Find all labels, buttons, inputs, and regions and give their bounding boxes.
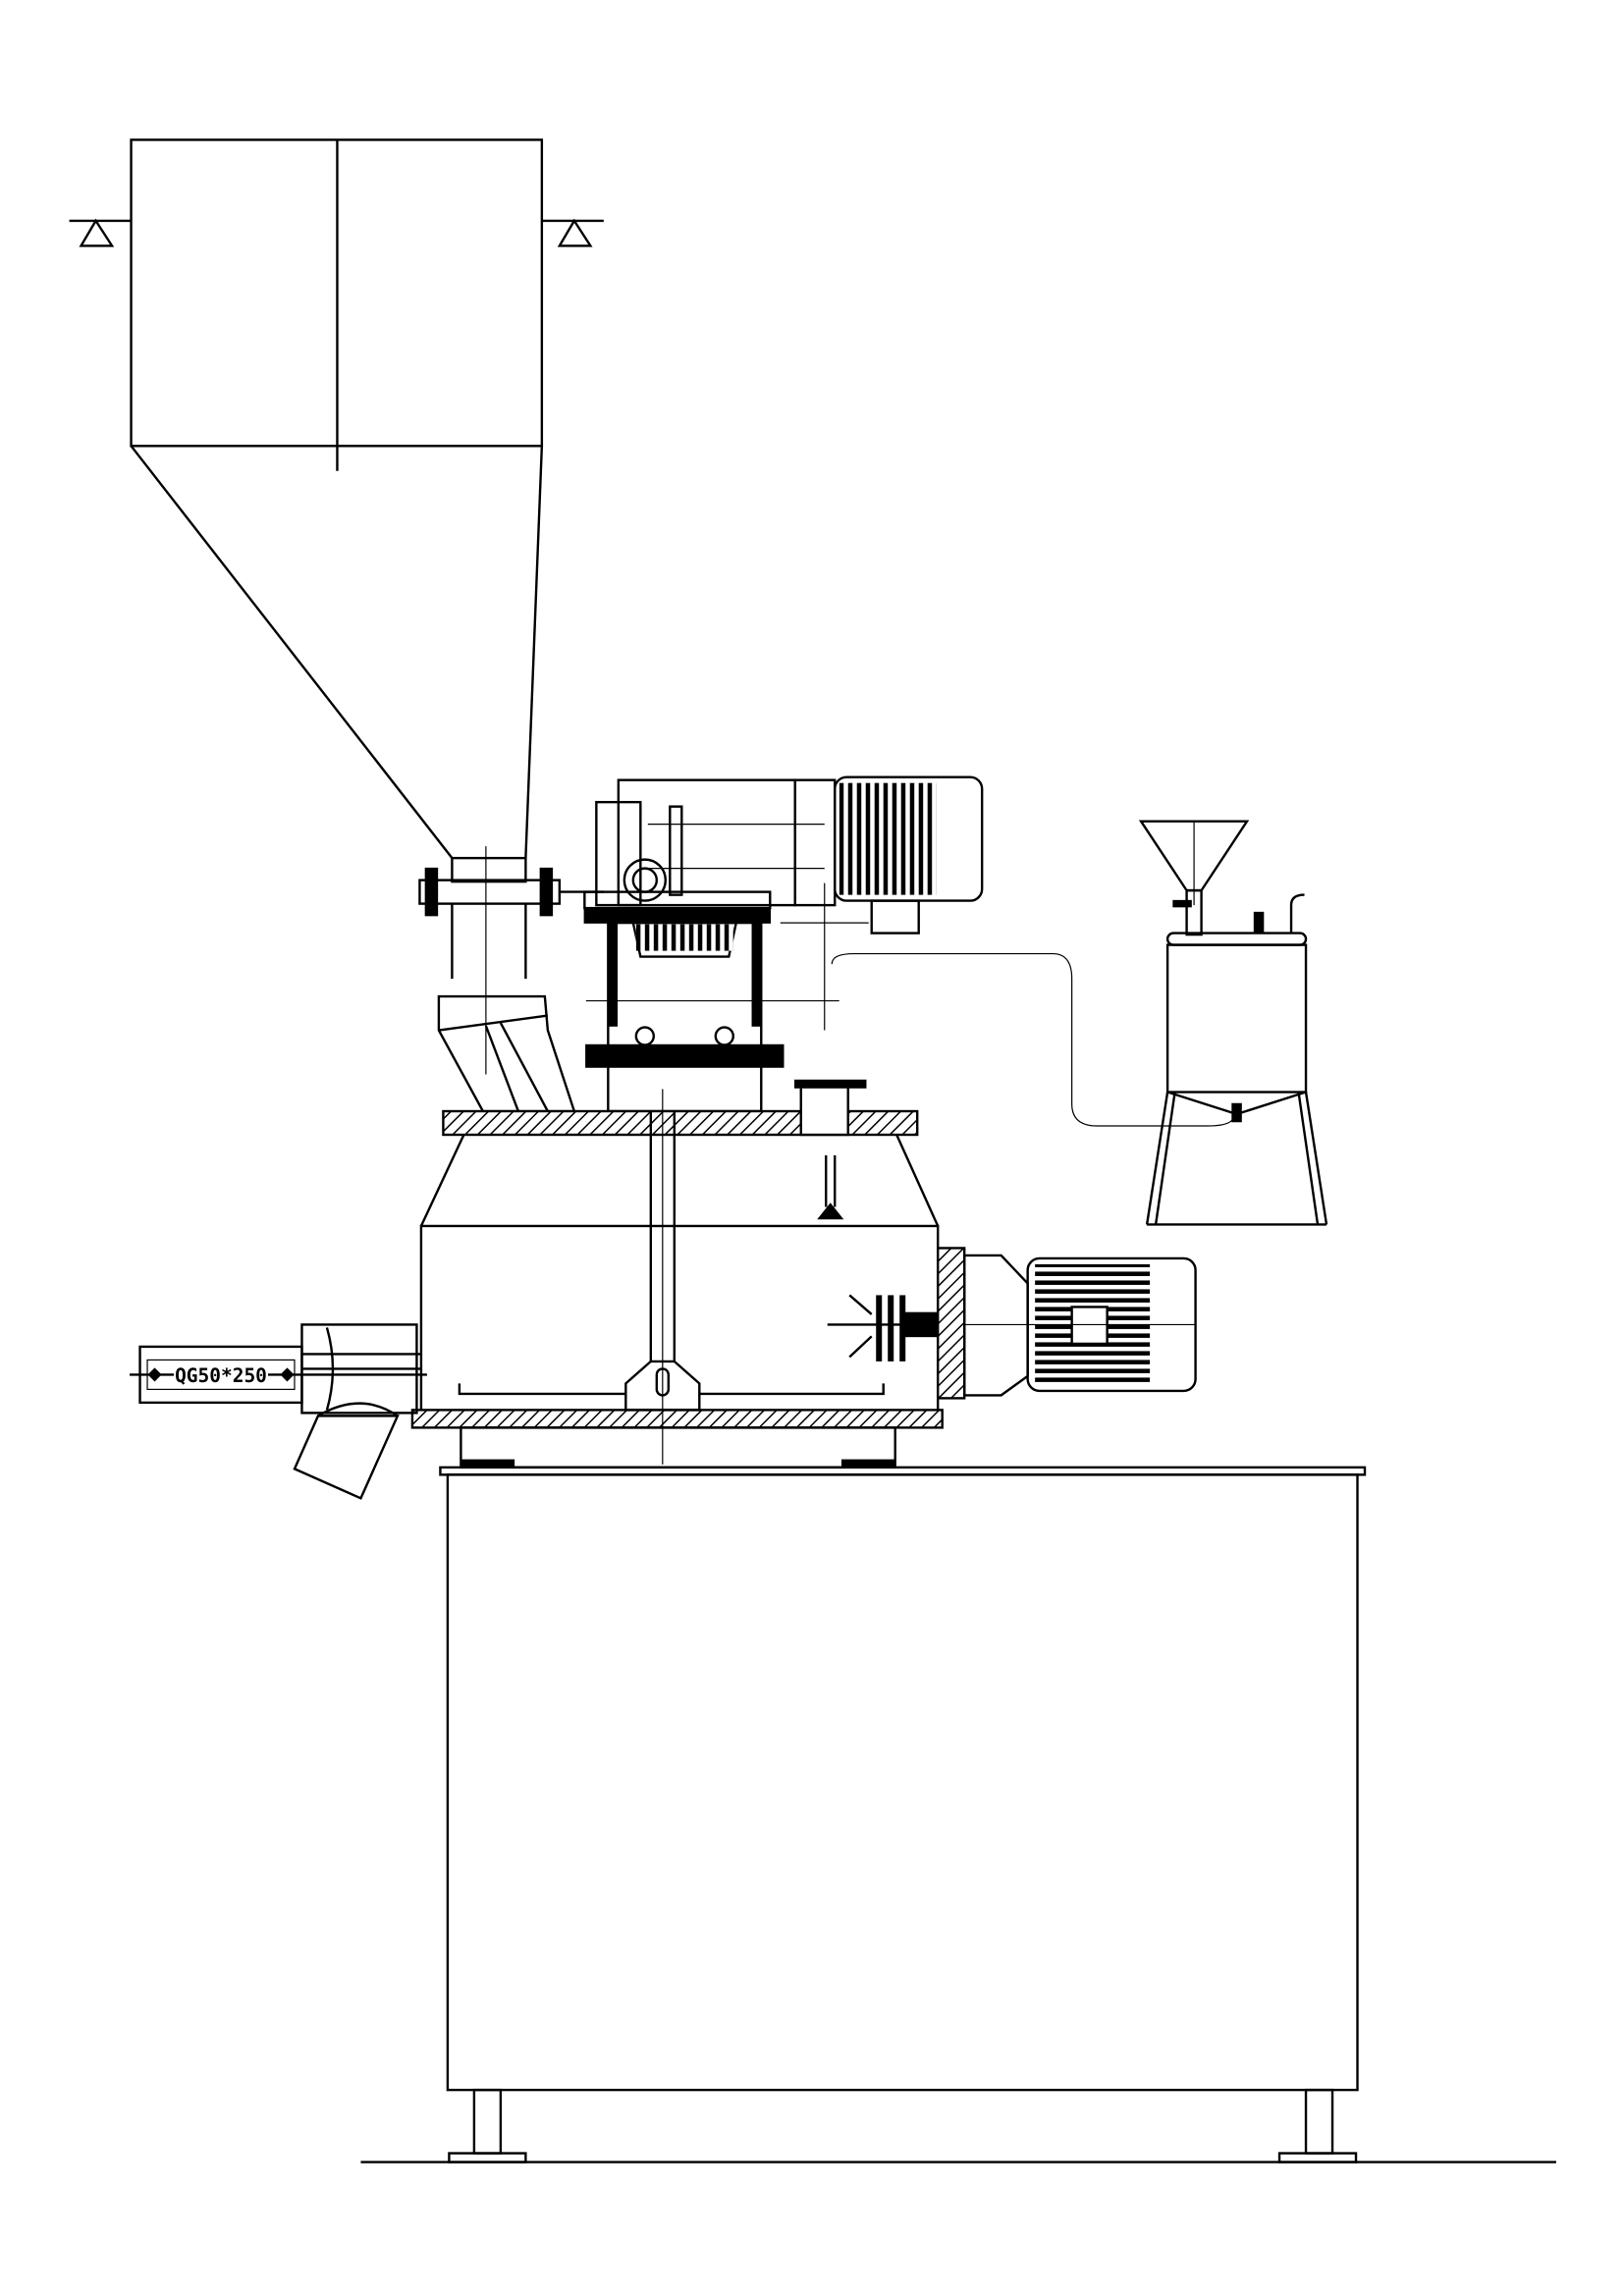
feed-hopper bbox=[69, 138, 604, 859]
feed-valve bbox=[418, 846, 604, 1075]
top-cover-plate bbox=[442, 1109, 919, 1137]
support-triangle-icon bbox=[69, 218, 132, 247]
support-triangle-icon bbox=[541, 218, 604, 247]
discharge-valve-label-background bbox=[174, 1362, 268, 1387]
agitator-drive bbox=[583, 775, 984, 958]
machine-base bbox=[360, 1426, 1556, 2163]
charge-port bbox=[799, 1085, 849, 1137]
discharge-valve: QG50*250 bbox=[130, 1323, 427, 1500]
discharge-valve-label: QG50*250 bbox=[175, 1364, 267, 1387]
spray-nozzle bbox=[817, 1154, 844, 1220]
chopper-assembly bbox=[827, 1247, 1029, 1400]
binder-tank bbox=[1138, 820, 1328, 1226]
feed-chute bbox=[437, 994, 576, 1113]
mixing-bowl bbox=[410, 1089, 944, 1465]
chopper-motor bbox=[964, 1256, 1197, 1393]
binder-pipe bbox=[831, 952, 1235, 1127]
charge-port-clamp bbox=[794, 1079, 867, 1089]
